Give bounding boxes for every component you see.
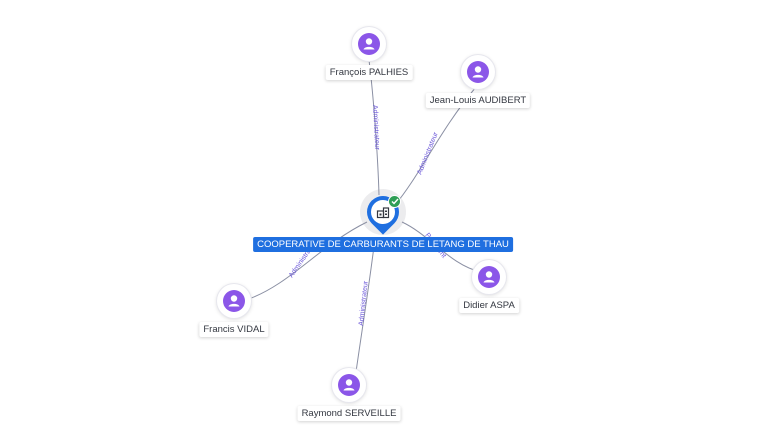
node-company[interactable]: COOPERATIVE DE CARBURANTS DE LETANG DE T… xyxy=(253,189,513,252)
edge-label-francois: Administrateur xyxy=(371,105,380,151)
person-icon xyxy=(363,38,375,50)
person-name: Jean-Louis AUDIBERT xyxy=(425,93,531,108)
verified-badge xyxy=(388,195,401,208)
edge-francis xyxy=(245,221,368,301)
person-icon xyxy=(228,295,240,307)
avatar xyxy=(217,284,251,318)
node-raymond-serveille[interactable]: Raymond SERVEILLE xyxy=(297,368,401,421)
person-icon xyxy=(483,271,495,283)
edge-label-jeanlouis: Administrateur xyxy=(416,131,440,176)
edge-raymond xyxy=(355,237,376,373)
company-marker xyxy=(371,200,395,224)
node-didier-aspa[interactable]: Didier ASPA xyxy=(459,260,519,313)
avatar xyxy=(352,27,386,61)
person-icon xyxy=(472,66,484,78)
check-icon xyxy=(391,198,399,205)
person-icon xyxy=(343,379,355,391)
avatar xyxy=(472,260,506,294)
building-icon xyxy=(376,207,390,219)
person-name: François PALHIES xyxy=(325,65,413,80)
node-jean-louis-audibert[interactable]: Jean-Louis AUDIBERT xyxy=(425,55,531,108)
company-name: COOPERATIVE DE CARBURANTS DE LETANG DE T… xyxy=(253,237,513,252)
node-francis-vidal[interactable]: Francis VIDAL xyxy=(199,284,269,337)
avatar xyxy=(332,368,366,402)
person-name: Raymond SERVEILLE xyxy=(297,406,401,421)
node-francois-palhies[interactable]: François PALHIES xyxy=(325,27,413,80)
avatar xyxy=(461,55,495,89)
person-name: Francis VIDAL xyxy=(199,322,269,337)
person-name: Didier ASPA xyxy=(459,298,519,313)
edge-label-raymond: Administrateur xyxy=(358,280,370,326)
